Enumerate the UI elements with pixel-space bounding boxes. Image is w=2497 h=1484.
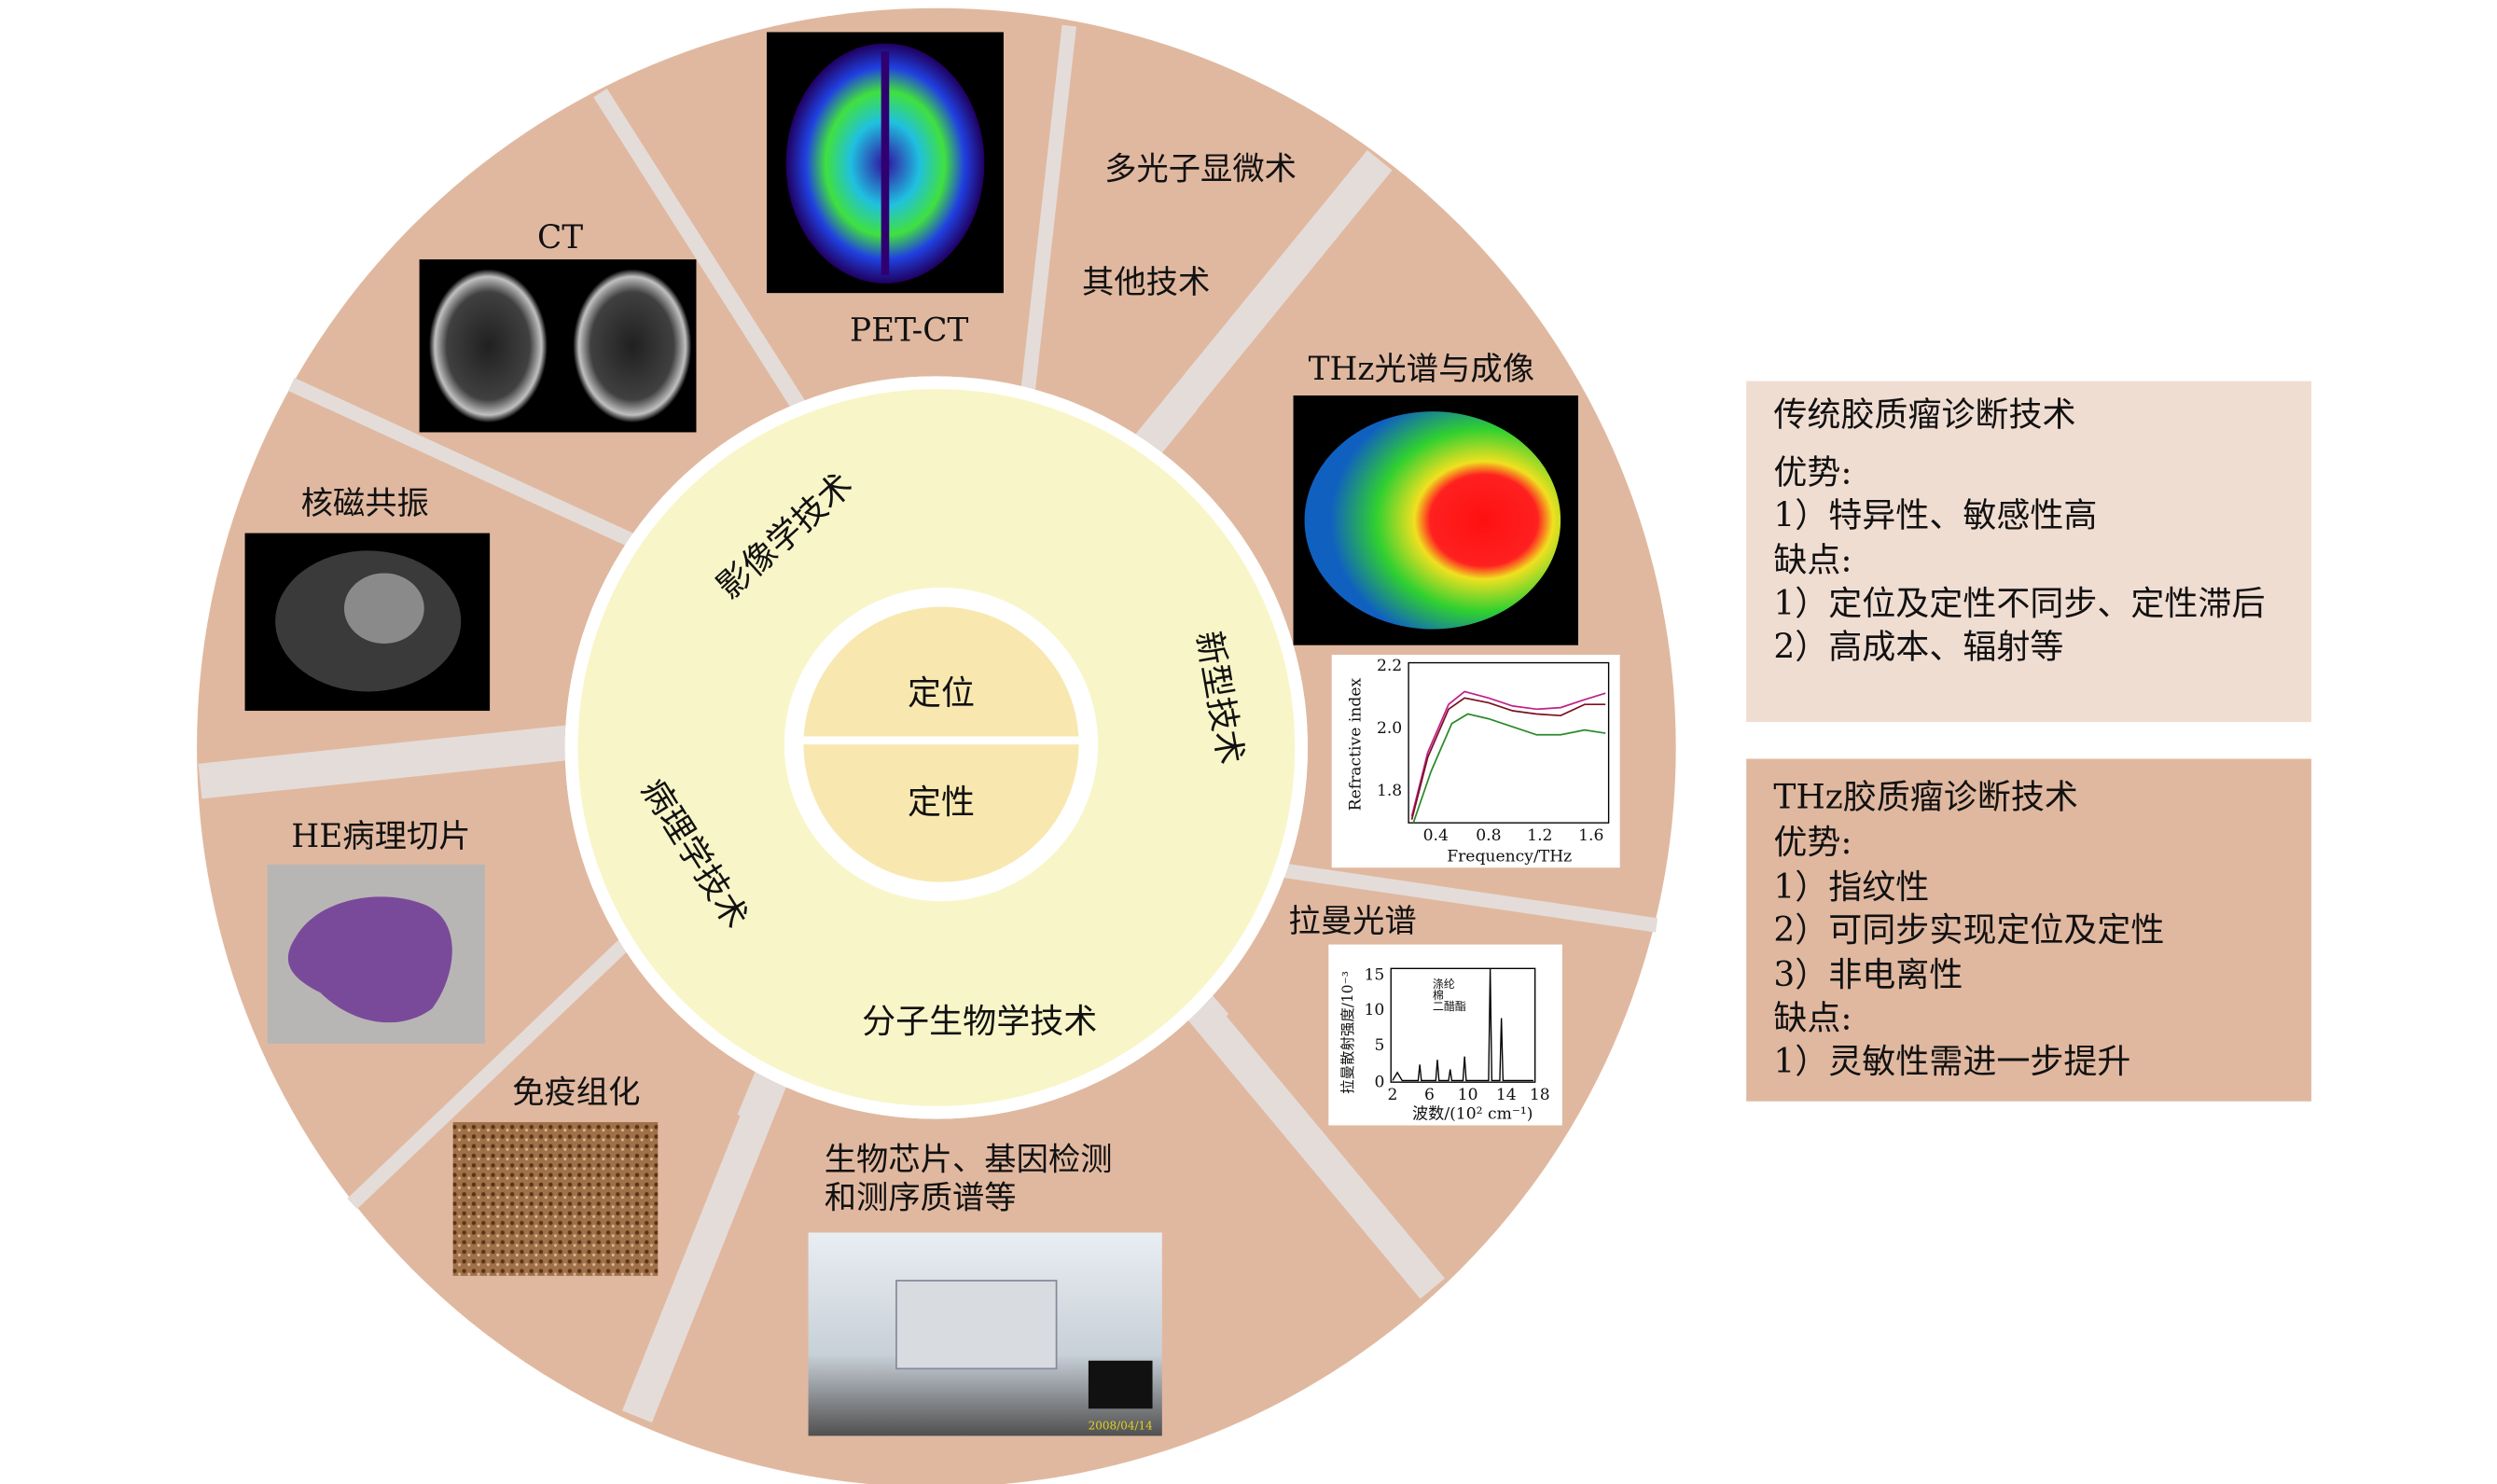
series-line: [1412, 713, 1606, 824]
disadvantage-item: 1）定位及定性不同步、定性滞后: [1773, 585, 2265, 623]
box-title: THz胶质瘤诊断技术: [1773, 779, 2078, 817]
photo-date: 2008/04/14: [1089, 1420, 1154, 1433]
ytick: 10: [1365, 1001, 1385, 1019]
thz-label: THz光谱与成像: [1309, 351, 1534, 388]
disadvantages-label: 缺点:: [1773, 542, 1852, 580]
category-molecular: 分子生物学技术: [862, 1003, 1097, 1041]
advantages-label: 优势:: [1773, 824, 1852, 862]
refractive-ylabel: Refractive index: [1347, 678, 1366, 811]
ytick: 1.8: [1377, 782, 1402, 800]
raman-legend: 棉: [1433, 989, 1444, 1002]
xtick: 2: [1387, 1086, 1397, 1104]
xtick: 0.4: [1423, 826, 1449, 845]
xtick: 6: [1424, 1086, 1435, 1104]
raman-chart: 拉曼散射强度/10⁻³ 波数/(10² cm⁻¹) 15 10 5 0 2 6 …: [1328, 944, 1562, 1126]
ytick: 0: [1374, 1073, 1384, 1091]
raman-spectrum: [1392, 968, 1533, 1082]
disadvantages-label: 缺点:: [1773, 1000, 1852, 1038]
ihc-label: 免疫组化: [512, 1074, 640, 1111]
molecular-label-line1: 生物芯片、基因检测: [825, 1142, 1113, 1179]
ytick: 2.2: [1377, 657, 1402, 675]
disadvantage-item: 2）高成本、辐射等: [1773, 628, 2063, 666]
xtick: 10: [1458, 1086, 1478, 1104]
xtick: 1.2: [1527, 826, 1552, 845]
series-line: [1410, 697, 1606, 820]
advantages-label: 优势:: [1773, 453, 1852, 492]
advantage-item: 3）非电离性: [1773, 956, 1963, 994]
he-label: HE病理切片: [291, 818, 470, 855]
thz-diagnosis-box: THz胶质瘤诊断技术 优势: 1）指纹性 2）可同步实现定位及定性 3）非电离性…: [1746, 758, 2311, 1102]
mri-label: 核磁共振: [301, 485, 429, 522]
series-line: [1410, 690, 1606, 817]
advantage-item: 1）特异性、敏感性高: [1773, 497, 2097, 535]
molecular-label-line2: 和测序质谱等: [825, 1180, 1017, 1217]
ytick: 15: [1365, 965, 1385, 984]
box-title: 传统胶质瘤诊断技术: [1773, 396, 2075, 435]
pet-ct-label: PET-CT: [850, 312, 968, 350]
center-characterization: 定性: [908, 784, 975, 822]
xtick: 0.8: [1476, 826, 1501, 845]
disadvantage-item: 1）灵敏性需进一步提升: [1773, 1043, 2130, 1081]
ytick: 2.0: [1377, 719, 1402, 738]
raman-ylabel: 拉曼散射强度/10⁻³: [1339, 971, 1356, 1094]
ihc-image: [452, 1122, 659, 1276]
advantage-item: 1）指纹性: [1773, 868, 1929, 907]
multiphoton-label: 多光子显微术: [1104, 150, 1297, 187]
other-techniques-label: 其他技术: [1082, 264, 1210, 301]
refractive-index-chart: Refractive index Frequency/THz 2.2 2.0 1…: [1331, 654, 1620, 868]
traditional-diagnosis-box: 传统胶质瘤诊断技术 优势: 1）特异性、敏感性高 缺点: 1）定位及定性不同步、…: [1746, 381, 2311, 723]
ytick: 5: [1374, 1036, 1384, 1055]
center-localization: 定位: [908, 674, 975, 713]
xtick: 1.6: [1578, 826, 1603, 845]
advantage-item: 2）可同步实现定位及定性: [1773, 911, 2164, 950]
ct-label: CT: [537, 219, 583, 257]
raman-xlabel: 波数/(10² cm⁻¹): [1412, 1105, 1533, 1124]
raman-label: 拉曼光谱: [1288, 903, 1416, 940]
raman-legend: 二醋酯: [1433, 999, 1466, 1013]
xtick: 14: [1496, 1086, 1517, 1104]
raman-legend: 涤纶: [1433, 978, 1455, 991]
refractive-xlabel: Frequency/THz: [1447, 847, 1572, 866]
xtick: 18: [1530, 1086, 1550, 1104]
